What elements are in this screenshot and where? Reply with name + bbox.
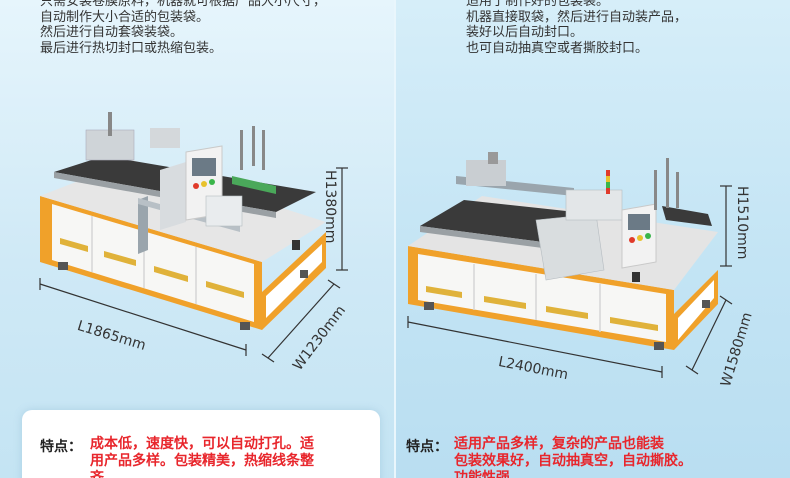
left-description-line: 自动制作大小合适的包装袋。 xyxy=(40,9,210,25)
left-feature-line: 用产品多样。包装精美，热缩线条整 xyxy=(90,453,314,469)
left-panel: 只需安装卷膜原料，机器就可根据产品大小尺寸， 自动制作大小合适的包装袋。 然后进… xyxy=(0,0,394,478)
panel-divider xyxy=(394,0,396,478)
left-dim-height: H1380mm xyxy=(322,170,338,244)
left-feature-line: 成本低，速度快，可以自动打孔。适 xyxy=(90,436,314,452)
left-feature-text: 成本低，速度快，可以自动打孔。适 用产品多样。包装精美，热缩线条整 齐。 xyxy=(90,436,314,478)
left-feature-line: 齐。 xyxy=(90,470,118,478)
right-feature-line: 功能性强。 xyxy=(454,470,524,478)
left-description-line: 然后进行自动套袋装袋。 xyxy=(40,25,184,40)
right-machine-image xyxy=(407,152,733,378)
right-description-line: 也可自动抽真空或者撕胶封口。 xyxy=(466,40,649,56)
left-feature-box: 特点： 成本低，速度快，可以自动打孔。适 用产品多样。包装精美，热缩线条整 齐。 xyxy=(22,410,380,478)
right-description-line: 机器直接取袋，然后进行自动装产品， xyxy=(466,9,688,25)
left-description: 只需安装卷膜原料，机器就可根据产品大小尺寸， 自动制作大小合适的包装袋。 然后进… xyxy=(40,0,326,56)
left-feature-label: 特点： xyxy=(40,439,82,455)
right-feature-text: 适用产品多样，复杂的产品也能装 包装效果好，自动抽真空，自动撕胶。 功能性强。 xyxy=(454,436,692,478)
left-description-line: 最后进行热切封口或热缩包装。 xyxy=(40,40,223,56)
right-feature-line: 包装效果好，自动抽真空，自动撕胶。 xyxy=(454,453,692,469)
left-description-line: 只需安装卷膜原料，机器就可根据产品大小尺寸， xyxy=(40,0,327,9)
right-panel: 适用于制作好的包装袋。 机器直接取袋，然后进行自动装产品， 装好以后自动封口。 … xyxy=(396,0,790,478)
right-description: 适用于制作好的包装袋。 机器直接取袋，然后进行自动装产品， 装好以后自动封口。 … xyxy=(466,0,687,56)
left-machine-image xyxy=(39,112,348,363)
right-description-line: 适用于制作好的包装袋。 xyxy=(466,0,610,9)
right-feature-line: 适用产品多样，复杂的产品也能装 xyxy=(454,436,664,452)
right-dim-height: H1510mm xyxy=(734,186,750,260)
right-feature-label: 特点： xyxy=(406,439,448,455)
right-description-line: 装好以后自动封口。 xyxy=(466,25,584,40)
